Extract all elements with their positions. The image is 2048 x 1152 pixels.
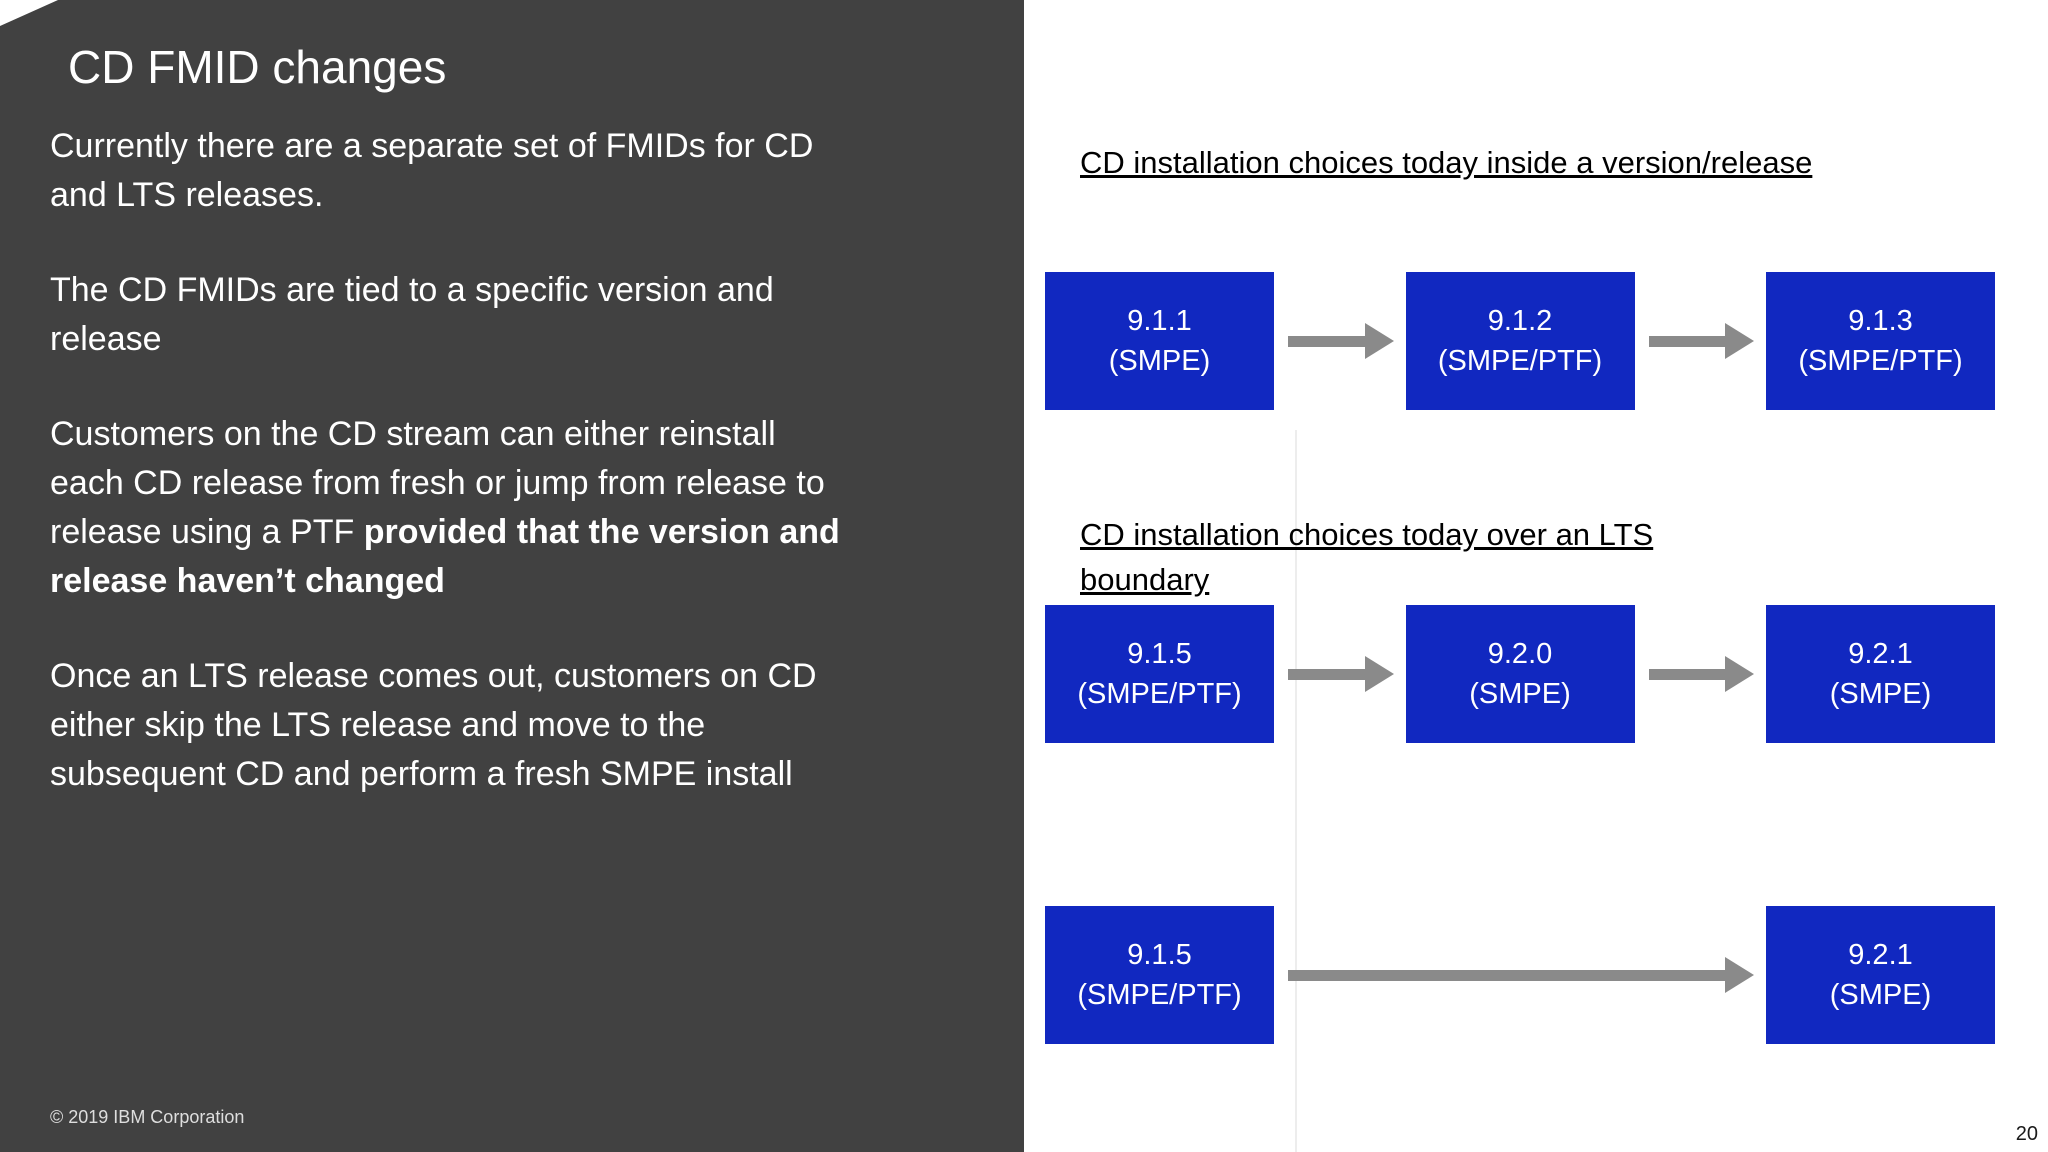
arrow-head <box>1364 656 1394 692</box>
arrow-shaft <box>1288 969 1727 981</box>
body-text-segment: release using a PTF <box>50 513 364 551</box>
diagram-heading-line: CD installation choices today over an LT… <box>1080 517 1654 552</box>
install-method-label: (SMPE/PTF) <box>1798 345 1963 377</box>
install-method-label: (SMPE) <box>1469 678 1571 710</box>
version-box-9.1.5: 9.1.5 (SMPE/PTF) <box>1045 906 1274 1044</box>
diagram-row-lts-step: 9.1.5 (SMPE/PTF) 9.2.0 (SMPE) 9.2.1 (SMPE) <box>1045 605 1995 743</box>
diagram-panel: CD installation choices today inside a v… <box>1024 0 2048 1152</box>
body-text-segment: subsequent CD and perform a fresh SMPE i… <box>50 755 793 793</box>
body-text-segment: release <box>50 320 162 358</box>
arrow-shaft <box>1288 335 1367 347</box>
version-box-9.2.0: 9.2.0 (SMPE) <box>1405 605 1635 743</box>
body-text: Currently there are a separate set of FM… <box>50 122 1030 845</box>
diagram-heading-lts-boundary: CD installation choices today over an LT… <box>1080 512 1840 602</box>
slide-corner-artifact <box>0 0 58 26</box>
flow-arrow-icon <box>1286 957 1754 993</box>
flow-arrow-icon <box>1647 656 1754 692</box>
version-box-9.1.5: 9.1.5 (SMPE/PTF) <box>1045 605 1274 743</box>
arrow-shaft <box>1288 668 1367 680</box>
diagram-row-lts-skip: 9.1.5 (SMPE/PTF) 9.2.1 (SMPE) <box>1045 906 1995 1044</box>
copyright-text: © 2019 IBM Corporation <box>50 1107 245 1127</box>
install-method-label: (SMPE) <box>1829 678 1932 710</box>
body-paragraph: Once an LTS release comes out, customers… <box>50 652 1030 799</box>
body-text-segment: The CD FMIDs are tied to a specific vers… <box>50 271 774 309</box>
diagram-row-inside-version: 9.1.1 (SMPE) 9.1.2 (SMPE/PTF) 9.1.3 (SMPE/PTF… <box>1045 272 1995 410</box>
version-box-9.2.1: 9.2.1 (SMPE) <box>1766 605 1995 743</box>
body-text-segment: each CD release from fresh or jump from … <box>50 464 825 502</box>
version-box-9.1.3: 9.1.3 (SMPE/PTF) <box>1766 272 1995 410</box>
flow-arrow-icon <box>1286 323 1394 359</box>
diagram-heading-inside-version: CD installation choices today inside a v… <box>1080 145 1813 180</box>
body-text-segment: either skip the LTS release and move to … <box>50 706 706 744</box>
body-text-bold-segment: release haven’t changed <box>50 562 445 600</box>
version-box-9.2.1: 9.2.1 (SMPE) <box>1766 906 1995 1044</box>
version-label: 9.2.1 <box>1848 638 1913 670</box>
install-method-label: (SMPE/PTF) <box>1437 345 1603 377</box>
arrow-head <box>1725 656 1754 692</box>
left-text-panel: CD FMID changes Currently there are a se… <box>0 0 1024 1152</box>
body-paragraph: The CD FMIDs are tied to a specific vers… <box>50 266 1030 364</box>
arrow-head <box>1725 323 1754 359</box>
flow-arrow-icon <box>1647 323 1754 359</box>
install-method-label: (SMPE) <box>1829 979 1932 1011</box>
version-label: 9.2.0 <box>1487 638 1553 670</box>
body-text-segment: Once an LTS release comes out, customers… <box>50 657 817 695</box>
body-text-bold-segment: provided that the version and <box>363 513 840 551</box>
body-text-segment: and LTS releases. <box>50 176 324 214</box>
body-paragraph: Customers on the CD stream can either re… <box>50 410 1030 606</box>
flow-arrow-icon <box>1286 656 1394 692</box>
body-text-segment: Currently there are a separate set of FM… <box>50 127 814 165</box>
version-label: 9.1.2 <box>1487 305 1553 337</box>
install-method-label: (SMPE/PTF) <box>1077 979 1242 1011</box>
version-label: 9.1.5 <box>1127 939 1192 971</box>
faint-vertical-line <box>1295 430 1297 1152</box>
version-box-9.1.2: 9.1.2 (SMPE/PTF) <box>1405 272 1635 410</box>
body-paragraph: Currently there are a separate set of FM… <box>50 122 1030 220</box>
arrow-shaft <box>1648 668 1727 680</box>
install-method-label: (SMPE) <box>1108 345 1211 377</box>
version-label: 9.1.1 <box>1127 305 1192 337</box>
install-method-label: (SMPE/PTF) <box>1077 678 1242 710</box>
page-number: 20 <box>2015 1123 2038 1145</box>
version-label: 9.1.5 <box>1127 638 1192 670</box>
arrow-shaft <box>1648 335 1727 347</box>
body-text-segment: Customers on the CD stream can either re… <box>50 415 776 453</box>
version-box-9.1.1: 9.1.1 (SMPE) <box>1045 272 1274 410</box>
diagram-heading-line: boundary <box>1080 562 1210 597</box>
version-label: 9.2.1 <box>1848 939 1913 971</box>
version-label: 9.1.3 <box>1848 305 1913 337</box>
slide-title: CD FMID changes <box>68 41 447 93</box>
arrow-head <box>1725 957 1754 993</box>
arrow-head <box>1364 323 1394 359</box>
